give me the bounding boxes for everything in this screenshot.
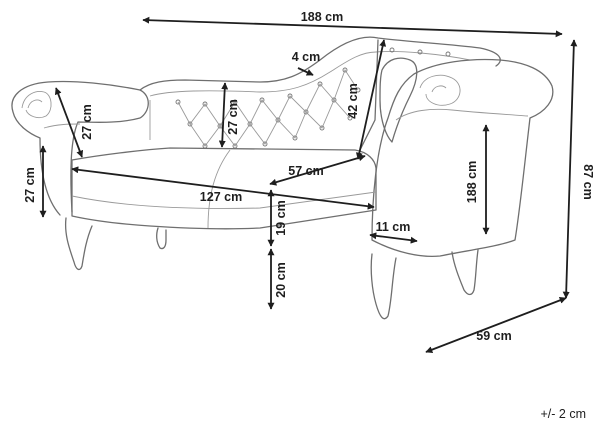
leg-right-front xyxy=(370,253,397,320)
label-arm-outer-height: 27 cm xyxy=(23,167,37,202)
leg-mid xyxy=(156,227,167,250)
label-tolerance: +/- 2 cm xyxy=(541,407,587,421)
right-arm xyxy=(371,58,554,258)
label-depth: 59 cm xyxy=(476,329,511,343)
leg-right-back xyxy=(451,249,479,296)
leg-left xyxy=(64,217,93,271)
backrest xyxy=(139,36,501,91)
dimension-lines xyxy=(39,16,578,353)
seat xyxy=(71,147,377,230)
pillow xyxy=(379,57,418,143)
label-inner-back-height: 188 cm xyxy=(465,161,479,203)
label-backrest-top: 4 cm xyxy=(292,50,321,64)
label-seat-width: 127 cm xyxy=(200,190,242,204)
label-leg-height: 20 cm xyxy=(274,262,288,297)
label-total-width: 188 cm xyxy=(301,10,343,24)
label-seat-thickness: 19 cm xyxy=(274,200,288,235)
label-back-height: 42 cm xyxy=(346,83,360,118)
label-arm-inner-height: 27 cm xyxy=(80,104,94,139)
label-total-height: 87 cm xyxy=(581,164,595,199)
label-cushion-back-height: 27 cm xyxy=(226,99,240,134)
label-seat-depth: 57 cm xyxy=(288,164,323,178)
tufting xyxy=(175,47,451,149)
label-arm-width: 11 cm xyxy=(376,220,411,234)
dimension-labels: 188 cm 87 cm 59 cm 4 cm 42 cm 27 cm 27 c… xyxy=(23,10,595,421)
